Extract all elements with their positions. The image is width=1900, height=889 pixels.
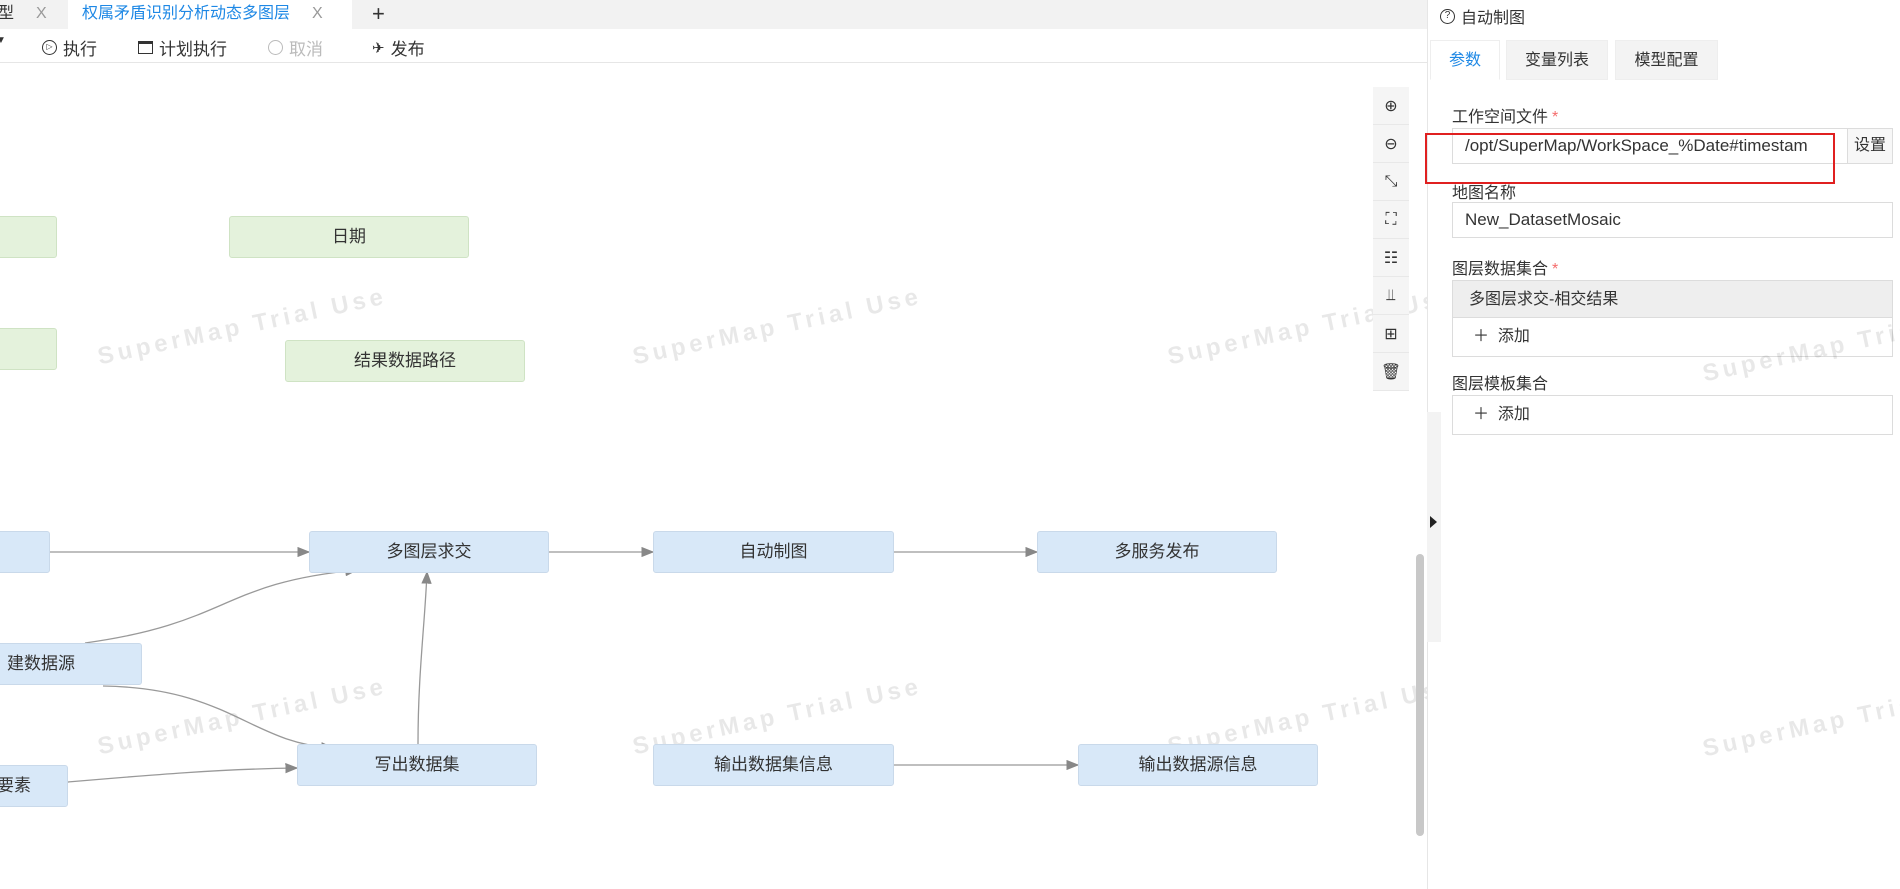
node-intersect[interactable]: 多图层求交 (309, 531, 549, 573)
tab-model-config[interactable]: 模型配置 (1615, 40, 1718, 80)
add-layer-template-button[interactable]: ＋ 添加 (1473, 406, 1530, 423)
node-output-datasource-info[interactable]: 输出数据源信息 (1078, 744, 1318, 786)
layer-data-list: 多图层求交-相交结果 ＋ 添加 (1452, 280, 1893, 357)
pause-circle-icon (268, 40, 283, 55)
tab-active-model[interactable]: 权属矛盾识别分析动态多图层 X (68, 0, 352, 29)
run-button[interactable]: ▷ 执行 (42, 35, 97, 60)
node-result-path[interactable]: 结果数据路径 (285, 340, 525, 382)
fullscreen-icon[interactable]: ⛶ (1373, 201, 1409, 239)
node-create-datasource[interactable]: 建数据源 (0, 643, 142, 685)
layer-data-label: 图层数据集合* (1452, 261, 1559, 278)
node-date[interactable]: 日期 (229, 216, 469, 258)
vertical-layout-icon[interactable]: ⫫ (1373, 277, 1409, 315)
layer-template-label: 图层模板集合 (1452, 376, 1549, 393)
edge (84, 565, 359, 644)
node-partial[interactable] (0, 531, 50, 573)
publish-button[interactable]: ✈ 发布 (372, 35, 425, 60)
tab-label: 权属矛盾识别分析动态多图层 (82, 5, 291, 22)
vertical-scrollbar[interactable] (1416, 554, 1424, 836)
list-item[interactable]: 多图层求交-相交结果 (1453, 281, 1892, 318)
run-label: 执行 (63, 40, 97, 59)
play-circle-icon: ▷ (42, 40, 57, 55)
help-circle-icon[interactable]: ? (1440, 8, 1455, 24)
edges (50, 546, 1080, 783)
model-canvas[interactable]: SuperMap Trial Use SuperMap Trial Use Su… (0, 63, 1427, 889)
add-grid-icon[interactable]: ⊞ (1373, 315, 1409, 353)
layer-template-list: ＋ 添加 (1452, 395, 1893, 435)
publish-label: 发布 (390, 40, 425, 59)
new-tab-button[interactable]: + (372, 1, 385, 26)
node-write-dataset[interactable]: 写出数据集 (297, 744, 537, 786)
collapse-arrow-icon[interactable] (1430, 516, 1437, 528)
calendar-icon (138, 41, 153, 54)
send-icon: ✈ (372, 39, 385, 57)
horizontal-layout-icon[interactable]: ☷ (1373, 239, 1409, 277)
node-auto-map[interactable]: 自动制图 (653, 531, 894, 573)
tab-label: 型 (0, 5, 15, 22)
map-name-label: 地图名称 (1452, 185, 1517, 202)
cancel-button[interactable]: 取消 (268, 35, 323, 60)
node-feature[interactable]: 要素 (0, 765, 68, 807)
dropdown-caret-icon[interactable]: ▼ (0, 35, 6, 46)
edge (417, 570, 432, 745)
canvas-tools: ⊕ ⊖ ⤡ ⛶ ☷ ⫫ ⊞ 🗑 (1373, 87, 1409, 391)
schedule-button[interactable]: 计划执行 (138, 35, 227, 60)
zoom-out-icon[interactable]: ⊖ (1373, 125, 1409, 163)
schedule-label: 计划执行 (159, 40, 227, 59)
trash-icon[interactable]: 🗑 (1373, 353, 1409, 391)
edge (67, 762, 299, 783)
node-partial[interactable] (0, 328, 57, 370)
map-name-input[interactable]: New_DatasetMosaic (1452, 202, 1893, 238)
toolbar: ▼ ▷ 执行 计划执行 取消 ✈ 发布 (0, 29, 1427, 63)
panel-title-text: 自动制图 (1461, 10, 1526, 27)
shrink-icon[interactable]: ⤡ (1373, 163, 1409, 201)
node-partial[interactable] (0, 216, 57, 258)
close-icon[interactable]: X (312, 5, 323, 22)
add-layer-data-button[interactable]: ＋ 添加 (1473, 328, 1530, 345)
panel-title: ? 自动制图 (1440, 4, 1525, 28)
highlight-box (1425, 133, 1835, 184)
node-publish-multi[interactable]: 多服务发布 (1037, 531, 1277, 573)
edge (102, 685, 335, 753)
add-label: 添加 (1497, 406, 1530, 423)
close-icon[interactable]: X (36, 5, 47, 22)
zoom-in-icon[interactable]: ⊕ (1373, 87, 1409, 125)
tab-variables[interactable]: 变量列表 (1506, 40, 1608, 80)
cancel-label: 取消 (289, 40, 323, 59)
set-button[interactable]: 设置 (1847, 128, 1893, 164)
tab-params[interactable]: 参数 (1430, 40, 1500, 80)
workspace-label: 工作空间文件* (1452, 109, 1559, 126)
node-output-dataset-info[interactable]: 输出数据集信息 (653, 744, 894, 786)
add-label: 添加 (1497, 328, 1530, 345)
